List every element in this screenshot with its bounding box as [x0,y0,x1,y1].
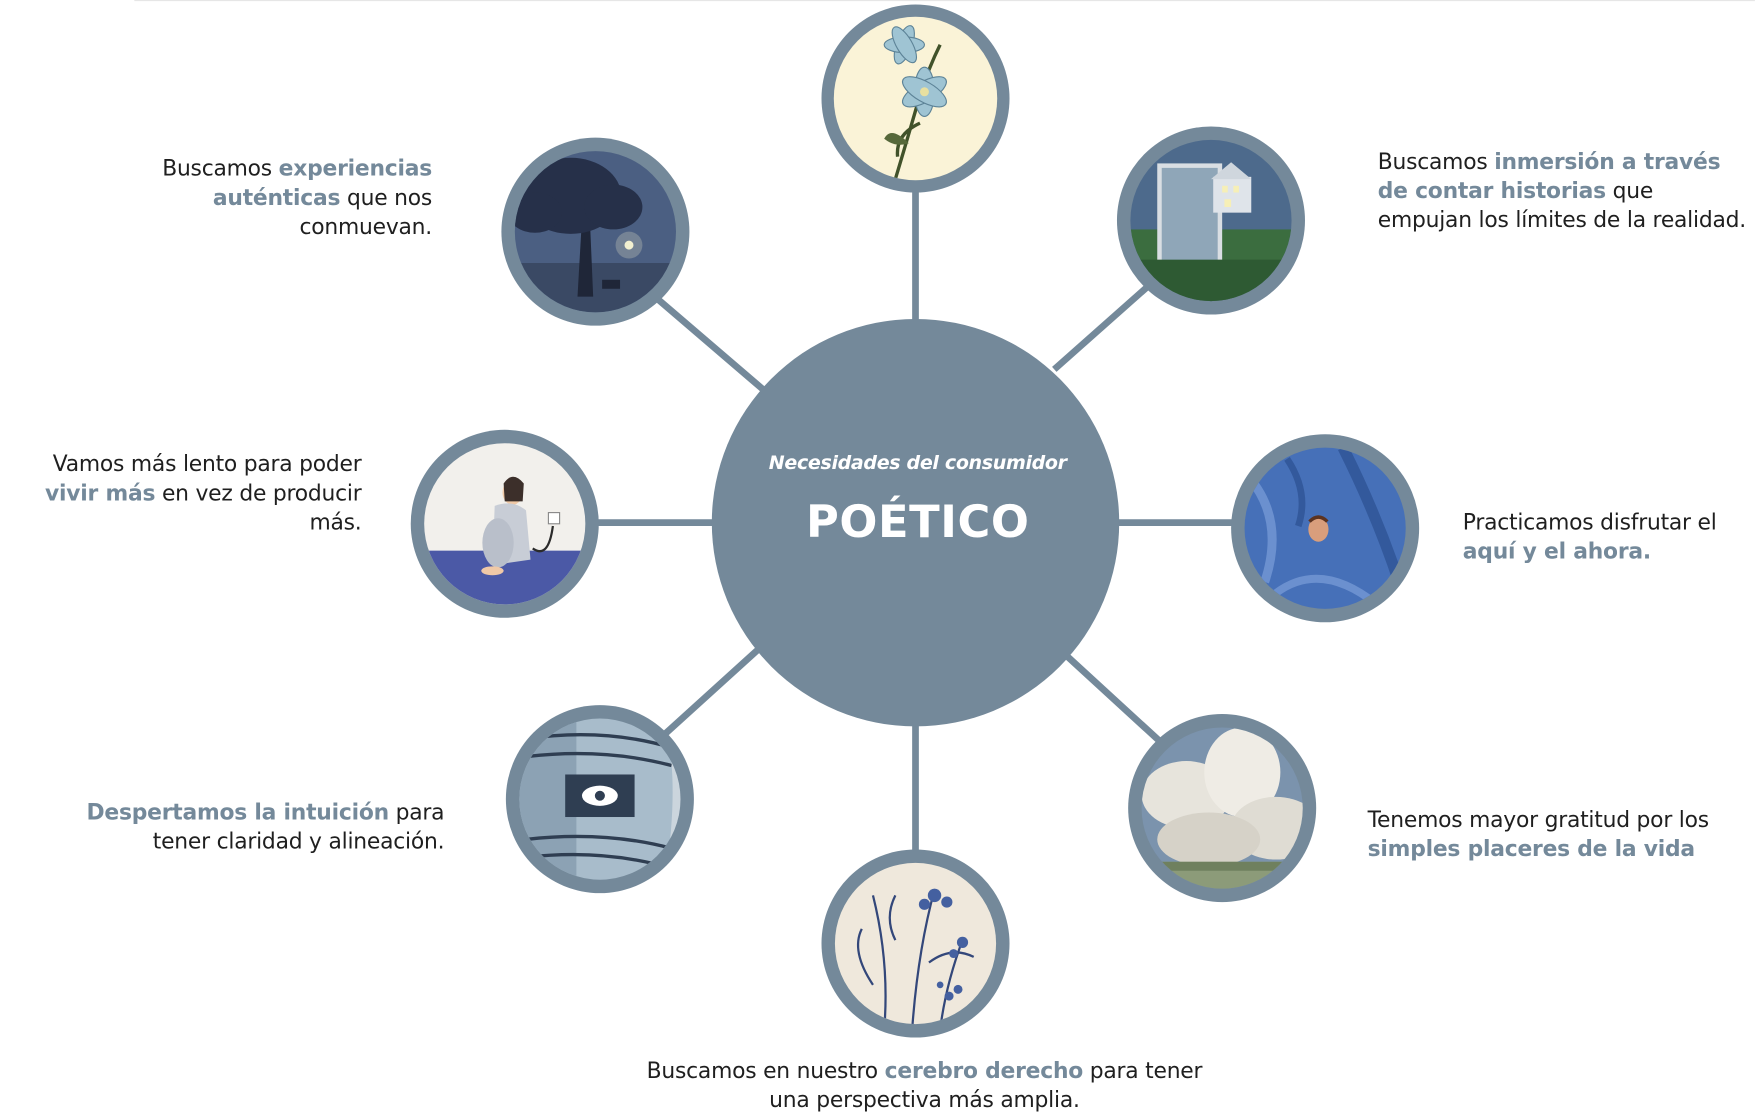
caption-bottom: Buscamos en nuestro cerebro derecho para… [638,1057,1211,1115]
caption-text: que empujan los límites de la realidad. [1377,177,1746,233]
hub-circle [711,318,1120,727]
caption-text: Tenemos mayor gratitud por los [1367,806,1709,833]
top-divider [134,0,1755,2]
eye-hands-icon [505,705,694,894]
caption-left: Vamos más lento para poder vivir más en … [11,450,362,537]
caption-highlight: simples placeres de la vida [1367,836,1696,862]
caption-highlight: experiencias auténticas [212,155,433,211]
flower-illustration-icon [821,4,1010,193]
hub-subtitle: Necesidades del consumidor [768,452,1067,475]
woman-unplugged-icon [410,429,599,618]
caption-text: Practicamos disfrutar el [1462,509,1717,535]
connector-lower-left [663,644,764,736]
window-house-icon [1116,126,1305,315]
hub-title: POÉTICO [805,496,1030,549]
clouds-landscape-icon [1128,714,1317,903]
moonlit-tree-icon [501,137,690,326]
caption-text: para tener una perspectiva más amplia. [769,1057,1203,1113]
caption-upper-right: Buscamos inmersión a través de contar hi… [1378,148,1747,235]
caption-text: Vamos más lento para poder [52,451,362,477]
caption-text: para tener claridad y alineación. [152,799,445,854]
caption-highlight: vivir más [45,480,156,506]
connector-lower-right [1063,652,1163,745]
caption-upper-left: Buscamos experiencias auténticas que nos… [118,154,432,241]
caption-text: Buscamos [1377,148,1495,175]
caption-lower-right: Tenemos mayor gratitud por los simples p… [1368,806,1726,864]
blue-fabric-face-icon [1231,434,1420,623]
caption-text: Buscamos en nuestro [646,1057,885,1084]
caption-lower-left: Despertamos la intuición para tener clar… [45,798,445,856]
caption-text: Buscamos [162,155,279,182]
caption-text: en vez de producir más. [155,480,362,535]
caption-right: Practicamos disfrutar el aquí y el ahora… [1463,508,1752,566]
caption-highlight: cerebro derecho [884,1057,1084,1084]
connector-upper-left [652,294,775,400]
connector-upper-right [1052,279,1156,372]
connectors [585,179,1245,862]
caption-text: que nos conmuevan. [299,184,433,240]
caption-highlight: aquí y el ahora. [1462,538,1651,565]
botanical-sketch-icon [821,849,1010,1038]
caption-highlight: Despertamos la intuición [86,799,389,825]
caption-highlight: inmersión a través de contar historias [1377,148,1721,204]
